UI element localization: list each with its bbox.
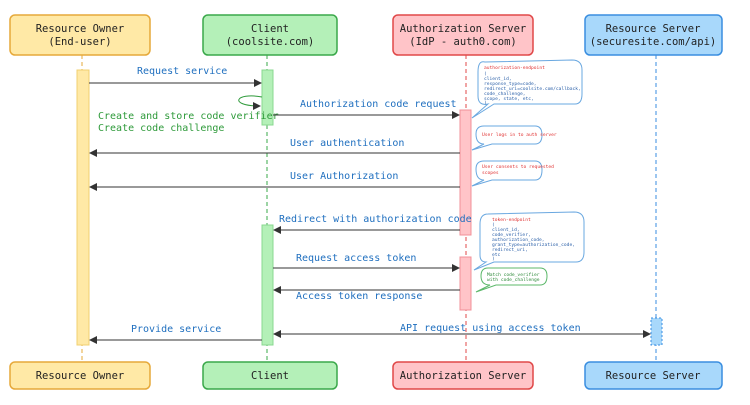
svg-text:Resource Owner: Resource Owner: [36, 23, 125, 35]
svg-text:etc: etc: [492, 252, 501, 258]
svg-text:User Authorization: User Authorization: [290, 171, 398, 182]
participant-resource-server-bottom: Resource Server: [584, 361, 723, 390]
note-user-consent: User consents to requested scopes: [471, 160, 554, 187]
participant-resource-owner-bottom: Resource Owner: [9, 361, 151, 390]
svg-text:authorization_code,: authorization_code,: [492, 237, 545, 243]
svg-text:Client: Client: [251, 370, 289, 382]
activation-auth-2: [459, 256, 472, 311]
message-user-authentication: User authentication: [89, 138, 460, 157]
svg-text:response_type=code,: response_type=code,: [484, 81, 537, 87]
svg-text:API request using access token: API request using access token: [400, 323, 581, 334]
svg-text:client_id,: client_id,: [484, 76, 512, 82]
svg-text:Access token response: Access token response: [296, 291, 422, 302]
note-match-code-verifier: Match code_verifier with code_challenge: [475, 267, 548, 293]
message-create-code-verifier: Create and store code verifier Create co…: [98, 95, 279, 134]
svg-text:Request service: Request service: [137, 66, 227, 77]
message-request-service: Request service: [89, 66, 262, 87]
message-access-token-response: Access token response: [273, 286, 460, 302]
svg-text:Request access token: Request access token: [296, 253, 416, 264]
svg-text:token-endpoint: token-endpoint: [492, 217, 531, 223]
activation-resource-owner: [76, 69, 90, 346]
svg-text:redirect_uri=coolsite.com/call: redirect_uri=coolsite.com/callback,: [484, 86, 581, 92]
svg-text:Redirect with authorization co: Redirect with authorization code: [279, 214, 472, 225]
svg-text:User consents to requested: User consents to requested: [482, 164, 554, 170]
participant-resource-server: Resource Server (securesite.com/api): [584, 14, 723, 56]
svg-text:Resource Server: Resource Server: [606, 370, 701, 382]
participant-client: Client (coolsite.com): [202, 14, 338, 56]
participant-resource-owner: Resource Owner (End-user): [9, 14, 151, 56]
svg-text:Authorization code request: Authorization code request: [300, 99, 457, 110]
svg-text:Resource Server: Resource Server: [606, 23, 701, 35]
svg-text:Create code challenge: Create code challenge: [98, 123, 224, 134]
svg-text:Resource Owner: Resource Owner: [36, 370, 125, 382]
svg-text:): ): [484, 100, 487, 106]
svg-text:with code_challenge: with code_challenge: [487, 277, 540, 283]
svg-text:authorization-endpoint: authorization-endpoint: [484, 65, 545, 71]
note-user-login: User logs in to auth server: [471, 125, 557, 151]
svg-text:grant_type=authorization_code,: grant_type=authorization_code,: [492, 242, 575, 248]
message-provide-service: Provide service: [89, 324, 262, 344]
svg-text:Provide service: Provide service: [131, 324, 221, 335]
svg-text:(End-user): (End-user): [48, 36, 111, 48]
svg-text:scopes: scopes: [482, 171, 499, 176]
activation-resource-server: [650, 317, 663, 346]
svg-text:(coolsite.com): (coolsite.com): [226, 36, 315, 48]
svg-text:redirect_uri,: redirect_uri,: [492, 247, 528, 253]
participant-auth-server-bottom: Authorization Server: [392, 361, 534, 390]
svg-text:Match code_verifier: Match code_verifier: [487, 272, 540, 278]
message-api-request: API request using access token: [273, 323, 651, 338]
message-authorization-code-request: Authorization code request: [273, 99, 460, 119]
svg-text:code_challenge,: code_challenge,: [484, 91, 526, 97]
message-request-access-token: Request access token: [273, 253, 460, 272]
activation-client-1: [261, 69, 274, 126]
svg-text:Create and store code verifier: Create and store code verifier: [98, 111, 279, 122]
message-redirect-authorization-code: Redirect with authorization code: [273, 214, 472, 234]
svg-text:Client: Client: [251, 23, 289, 35]
participant-client-bottom: Client: [202, 361, 338, 390]
svg-text:(: (: [484, 71, 487, 77]
svg-text:(IdP - auth0.com): (IdP - auth0.com): [409, 36, 516, 48]
svg-text:scope, state, etc,: scope, state, etc,: [484, 96, 534, 102]
svg-text:Authorization Server: Authorization Server: [400, 23, 526, 35]
activation-client-2: [261, 224, 274, 346]
svg-text:): ): [492, 256, 495, 262]
svg-text:User authentication: User authentication: [290, 138, 404, 149]
svg-text:Authorization Server: Authorization Server: [400, 370, 526, 382]
svg-text:(securesite.com/api): (securesite.com/api): [590, 36, 716, 48]
note-authorization-endpoint: authorization-endpoint ( client_id, resp…: [471, 59, 583, 119]
svg-text:client_id,: client_id,: [492, 227, 520, 233]
svg-text:(: (: [492, 222, 495, 228]
activation-auth-1: [459, 109, 472, 236]
message-user-authorization: User Authorization: [89, 171, 460, 191]
participant-auth-server: Authorization Server (IdP - auth0.com): [392, 14, 534, 56]
note-token-endpoint: token-endpoint ( client_id, code_verifie…: [473, 211, 585, 271]
svg-text:User logs in to auth server: User logs in to auth server: [482, 132, 557, 138]
svg-text:code_verifier,: code_verifier,: [492, 232, 531, 238]
